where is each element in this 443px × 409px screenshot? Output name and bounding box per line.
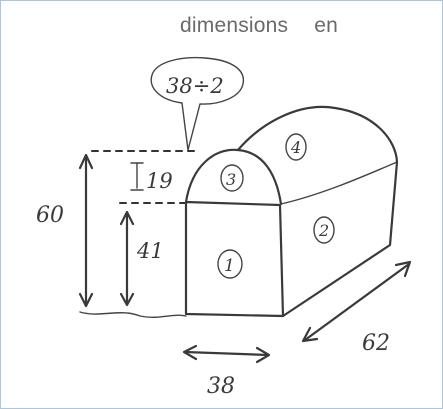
height-19-label: 19 bbox=[146, 169, 173, 193]
roof-ridge bbox=[280, 161, 398, 205]
face-1-label: 1 bbox=[224, 256, 235, 276]
length-62-arrowhead-right bbox=[394, 260, 412, 278]
bubble-text: 38÷2 bbox=[166, 74, 224, 98]
face-1-circle bbox=[217, 249, 243, 279]
face-2-circle bbox=[313, 216, 335, 244]
height-41-arrowhead-bottom bbox=[119, 292, 135, 307]
face-4-circle bbox=[285, 133, 307, 161]
ground-line bbox=[79, 311, 187, 318]
length-62-arrow bbox=[303, 262, 411, 342]
face-3-circle bbox=[220, 164, 244, 192]
height-41-arrowhead-top bbox=[119, 210, 135, 226]
header-caption: dimensions en bbox=[180, 14, 338, 38]
height-60-arrowhead-bottom bbox=[78, 292, 94, 308]
roof-back-curve bbox=[236, 105, 399, 164]
width-38-label: 38 bbox=[207, 374, 235, 399]
height-41-label: 41 bbox=[136, 239, 164, 263]
length-62-arrowhead-left bbox=[301, 326, 319, 343]
side-wall-outline bbox=[281, 160, 399, 318]
face-3-label: 3 bbox=[226, 170, 236, 189]
header-word-en: en bbox=[314, 14, 338, 37]
header-word-dimensions: dimensions bbox=[180, 14, 289, 37]
width-38-arrowhead-right bbox=[255, 346, 271, 364]
width-38-arrowhead-left bbox=[182, 344, 198, 361]
height-60-arrowhead-top bbox=[78, 153, 94, 170]
height-60-label: 60 bbox=[36, 203, 64, 228]
face-4-label: 4 bbox=[290, 138, 301, 157]
face-2-label: 2 bbox=[318, 221, 329, 240]
width-38-arrow bbox=[183, 350, 270, 357]
length-62-label: 62 bbox=[362, 331, 390, 356]
speech-bubble bbox=[150, 56, 245, 151]
